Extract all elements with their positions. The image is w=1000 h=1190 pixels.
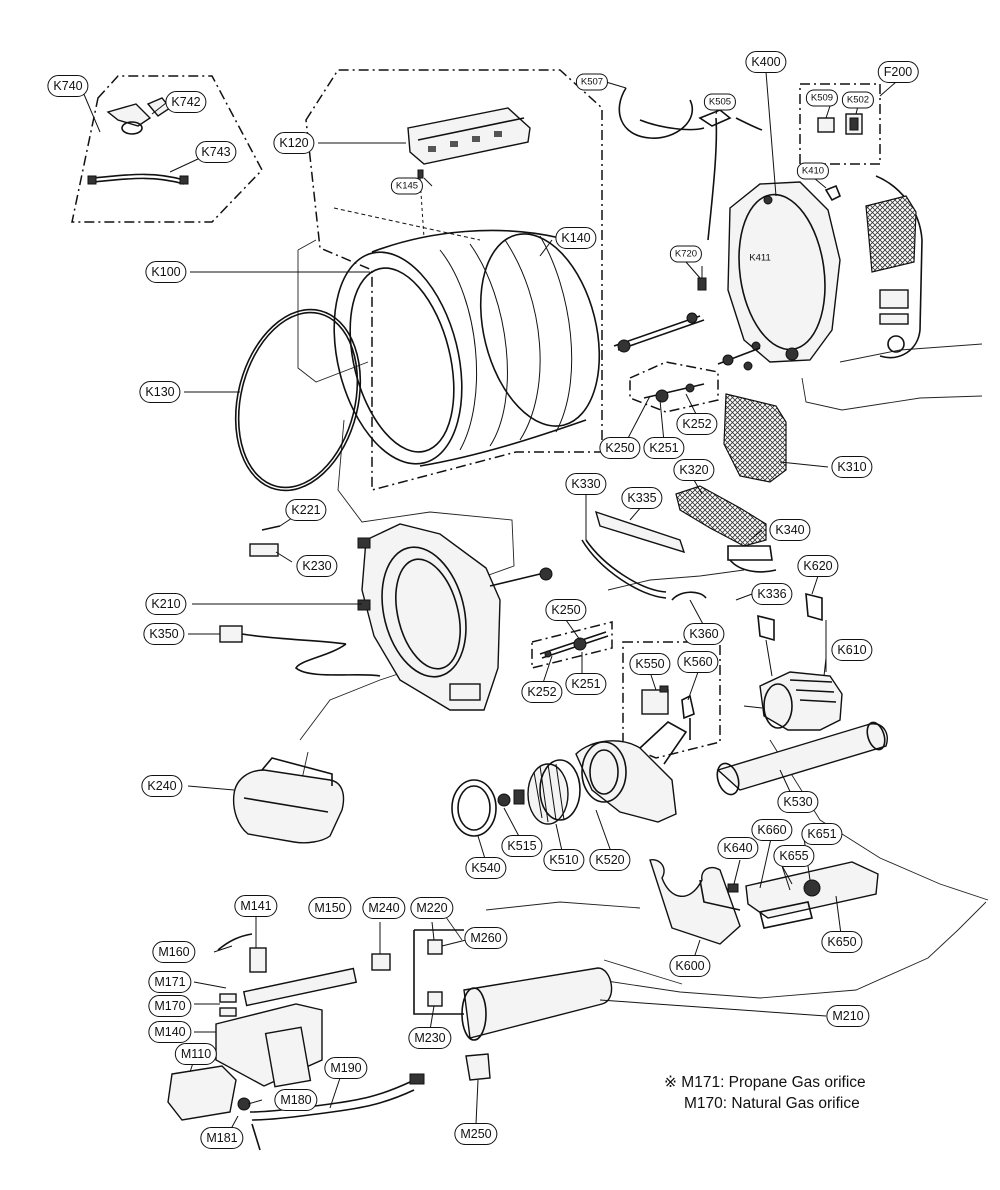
callout-m181: M181 xyxy=(200,1127,244,1149)
callout-m230: M230 xyxy=(408,1027,452,1049)
callout-k340: K340 xyxy=(769,519,811,541)
callout-k510: K510 xyxy=(543,849,585,871)
callout-k507: K507 xyxy=(575,73,609,91)
callout-k520: K520 xyxy=(589,849,631,871)
callout-k230: K230 xyxy=(296,555,338,577)
drum-part xyxy=(333,229,601,467)
callout-k221: K221 xyxy=(285,499,327,521)
rear-bulkhead-part xyxy=(727,181,841,363)
callout-m250: M250 xyxy=(454,1123,498,1145)
baffle-part xyxy=(407,107,531,239)
lint-filter-part xyxy=(723,393,787,483)
callout-k502: K502 xyxy=(841,91,875,109)
callout-k640: K640 xyxy=(717,837,759,859)
callout-m210: M210 xyxy=(826,1005,870,1027)
callout-k660: K660 xyxy=(751,819,793,841)
callout-k120: K120 xyxy=(273,132,315,154)
callout-k620: K620 xyxy=(797,555,839,577)
callout-k509: K509 xyxy=(805,89,839,107)
bracket-parts xyxy=(649,859,879,945)
callout-m220: M220 xyxy=(410,897,454,919)
callout-k360: K360 xyxy=(683,623,725,645)
callout-k252-upper: K252 xyxy=(676,413,718,435)
shaft-parts xyxy=(613,266,761,403)
callout-k610: K610 xyxy=(831,639,873,661)
callout-k252-lower: K252 xyxy=(521,681,563,703)
callout-k240: K240 xyxy=(141,775,183,797)
note-natural-gas: M170: Natural Gas orifice xyxy=(684,1095,860,1112)
callout-k140: K140 xyxy=(555,227,597,249)
callout-k505: K505 xyxy=(703,93,737,111)
callout-k530: K530 xyxy=(777,791,819,813)
callout-k651: K651 xyxy=(801,823,843,845)
callout-m190: M190 xyxy=(324,1057,368,1079)
callout-m110: M110 xyxy=(174,1043,218,1065)
callout-k411: K411 xyxy=(749,252,771,264)
callout-k330: K330 xyxy=(565,473,607,495)
callout-k560: K560 xyxy=(677,651,719,673)
callout-k743: K743 xyxy=(195,141,237,163)
callout-k410: K410 xyxy=(796,162,830,180)
callout-m170: M170 xyxy=(148,995,192,1017)
callout-k550: K550 xyxy=(629,653,671,675)
door-latch-part xyxy=(232,757,345,844)
callout-k720: K720 xyxy=(669,245,703,263)
callout-k740: K740 xyxy=(47,75,89,97)
callout-m240: M240 xyxy=(362,897,406,919)
callout-k100: K100 xyxy=(145,261,187,283)
callout-k250-lower: K250 xyxy=(545,599,587,621)
callout-k130: K130 xyxy=(139,381,181,403)
duct-parts xyxy=(581,485,777,601)
front-bulkhead-part xyxy=(357,523,553,711)
callout-k655: K655 xyxy=(773,845,815,867)
thermostat-parts xyxy=(817,113,863,202)
callout-k650: K650 xyxy=(821,931,863,953)
callout-k210: K210 xyxy=(145,593,187,615)
callout-k540: K540 xyxy=(465,857,507,879)
callout-m140: M140 xyxy=(148,1021,192,1043)
callout-k310: K310 xyxy=(831,456,873,478)
callout-m150: M150 xyxy=(308,897,352,919)
callout-m171: M171 xyxy=(148,971,192,993)
callout-k320: K320 xyxy=(673,459,715,481)
door-switch-parts xyxy=(219,525,381,677)
hose-assembly-parts xyxy=(87,97,189,185)
callout-k336: K336 xyxy=(751,583,793,605)
sensor-parts xyxy=(641,685,695,740)
note-propane: ※ M171: Propane Gas orifice xyxy=(664,1074,866,1091)
gas-valve-parts xyxy=(167,933,425,1151)
blower-parts xyxy=(451,721,688,837)
callout-k250-upper: K250 xyxy=(599,437,641,459)
lower-bearing-parts xyxy=(539,631,609,659)
callout-k742: K742 xyxy=(165,91,207,113)
felt-seal-part xyxy=(234,308,362,492)
callout-k251-upper: K251 xyxy=(643,437,685,459)
callout-k600: K600 xyxy=(669,955,711,977)
callout-m260: M260 xyxy=(464,927,508,949)
wire-harness-parts xyxy=(618,87,763,241)
duct-pipe-part xyxy=(716,721,888,796)
callout-k515: K515 xyxy=(501,835,543,857)
callout-k335: K335 xyxy=(621,487,663,509)
callout-f200: F200 xyxy=(877,61,919,83)
callout-m141: M141 xyxy=(234,895,278,917)
callout-k145: K145 xyxy=(390,177,424,195)
callout-k350: K350 xyxy=(143,623,185,645)
callout-k400: K400 xyxy=(745,51,787,73)
back-panel-part xyxy=(865,175,923,359)
motor-part xyxy=(743,592,843,731)
callout-k251-lower: K251 xyxy=(565,673,607,695)
callout-m160: M160 xyxy=(152,941,196,963)
callout-m180: M180 xyxy=(274,1089,318,1111)
burner-tube-parts xyxy=(371,929,613,1081)
